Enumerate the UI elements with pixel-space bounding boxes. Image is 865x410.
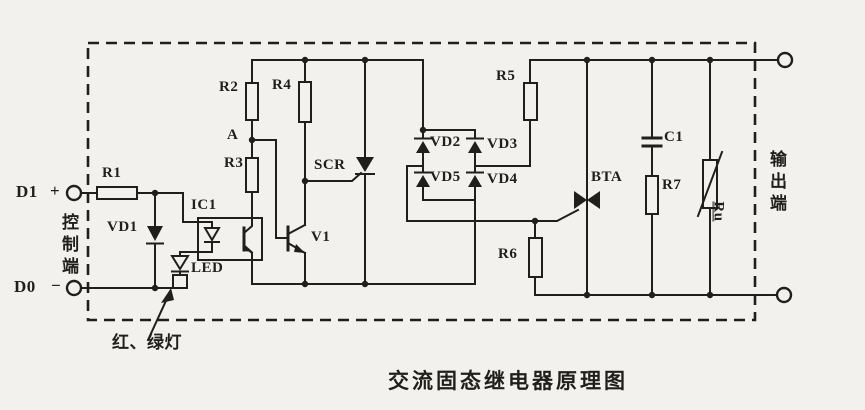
indicator-led-symbol	[170, 251, 199, 289]
terminal-d0	[65, 279, 83, 297]
diode-vd1-symbol	[146, 192, 164, 289]
ac-line2-rail	[534, 291, 778, 299]
terminal-d1-label: D1	[16, 182, 38, 201]
v1-label: V1	[311, 229, 331, 245]
resistor-r2-symbol	[245, 59, 259, 141]
bridge-to-r5-wire	[474, 119, 531, 167]
ic1-label: IC1	[191, 197, 217, 213]
ac-line1-rail	[529, 56, 779, 64]
terminal-d0-label: D0	[14, 277, 36, 296]
r5-label: R5	[496, 68, 516, 84]
resistor-r5-symbol	[523, 59, 538, 121]
vd3-label: VD3	[487, 136, 518, 152]
scr-gate-wire	[304, 171, 363, 182]
varistor-ru-symbol	[696, 59, 724, 296]
vd4-label: VD4	[487, 171, 518, 187]
terminal-output-top	[776, 51, 794, 69]
vd5-label: VD5	[430, 169, 461, 185]
transistor-v1-symbol	[286, 223, 307, 285]
resistor-r6-symbol	[528, 217, 543, 296]
r2-label: R2	[219, 79, 239, 95]
diode-bridge-symbol	[414, 126, 484, 201]
d1-polarity-label: +	[50, 181, 61, 200]
snubber-c1-r7-symbols	[641, 59, 663, 296]
node-a-label: A	[227, 127, 239, 143]
r3-label: R3	[224, 155, 244, 171]
bta-label: BTA	[591, 169, 623, 185]
input-wiring	[80, 189, 199, 292]
resistor-r3-symbol	[245, 139, 259, 193]
a-to-v1-base-wire	[251, 139, 289, 239]
dc-minus-rail	[251, 199, 476, 288]
vd2-label: VD2	[430, 134, 461, 150]
indicator-note-label: 红、绿灯	[112, 333, 182, 352]
diagram-title: 交流固态继电器原理图	[388, 369, 628, 393]
scr-symbol	[355, 59, 375, 285]
d0-polarity-label: −	[51, 276, 62, 295]
scr-label: SCR	[314, 157, 346, 173]
bridge-to-gate-wire	[406, 165, 580, 222]
r7-label: R7	[662, 177, 682, 193]
terminal-d1	[65, 184, 83, 202]
triac-bta-symbol	[574, 59, 600, 296]
indicator-note-arrow	[146, 288, 174, 342]
resistor-r1-symbol	[96, 186, 138, 200]
r4-label: R4	[272, 77, 292, 93]
control-side-label: 控制端	[59, 213, 78, 279]
r6-label: R6	[498, 246, 518, 262]
ru-label: Ru	[710, 201, 727, 222]
optocoupler-ic1-symbol	[197, 191, 263, 285]
resistor-r4-symbol	[298, 59, 312, 226]
terminal-output-bottom	[775, 286, 793, 304]
dc-plus-rail	[251, 56, 424, 131]
relay-enclosure-dashed-border	[86, 41, 757, 322]
vd1-label: VD1	[107, 219, 138, 235]
c1-label: C1	[664, 129, 684, 145]
output-side-label: 输出端	[767, 150, 786, 216]
r1-label: R1	[102, 165, 122, 181]
led-label: LED	[191, 260, 224, 276]
